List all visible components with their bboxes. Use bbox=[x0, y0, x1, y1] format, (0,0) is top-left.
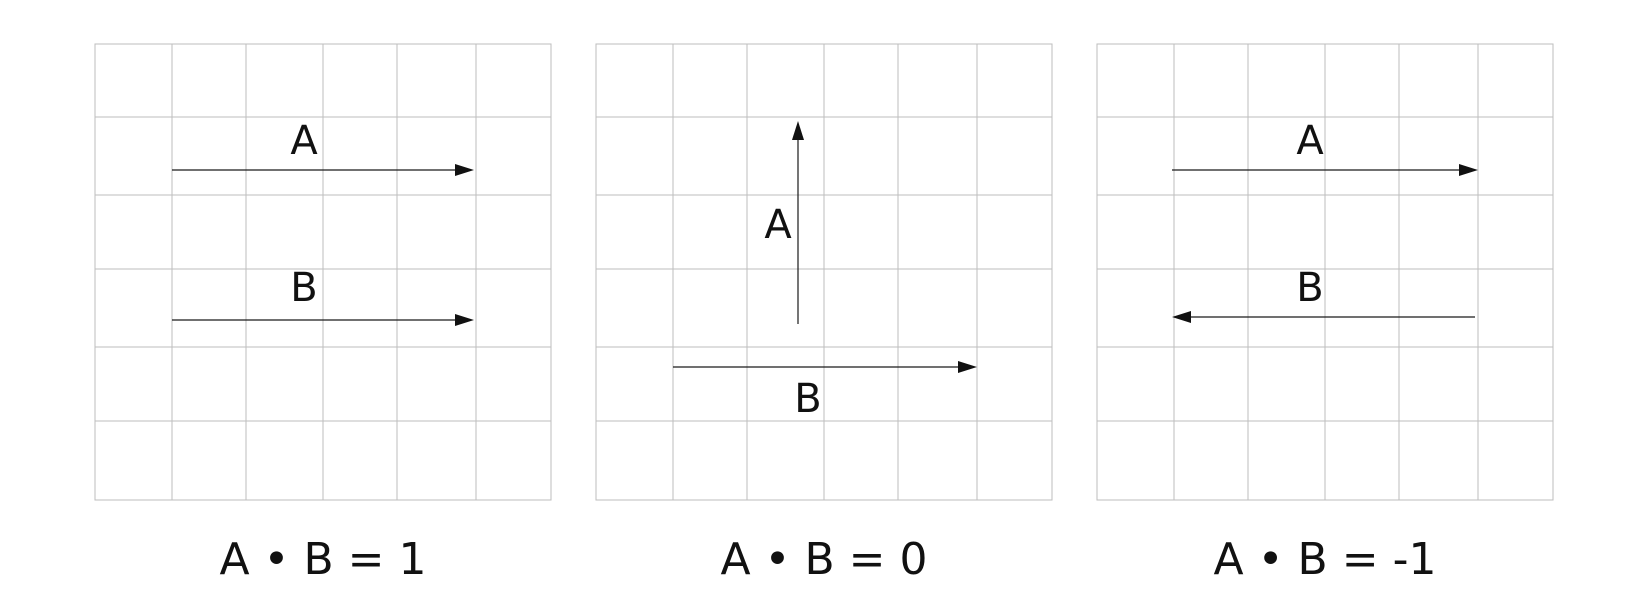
dot-product-caption: A • B = -1 bbox=[1214, 534, 1437, 585]
vector-a bbox=[1172, 164, 1478, 176]
vector-b-label: B bbox=[1296, 265, 1323, 311]
vector-a-label: A bbox=[1296, 118, 1324, 164]
grid bbox=[1096, 43, 1554, 501]
panel-parallel: A B A • B = 1 bbox=[94, 43, 552, 585]
vector-a bbox=[792, 121, 804, 324]
dot-product-caption: A • B = 1 bbox=[219, 534, 426, 585]
vector-a-label: A bbox=[290, 118, 318, 164]
vector-b bbox=[172, 314, 474, 326]
panel-perpendicular: A B A • B = 0 bbox=[595, 43, 1053, 585]
vector-b-label: B bbox=[290, 265, 317, 311]
vector-a bbox=[172, 164, 474, 176]
vector-a-label: A bbox=[764, 202, 792, 248]
vector-b bbox=[1172, 311, 1475, 323]
vector-b-label: B bbox=[794, 376, 821, 422]
dot-product-caption: A • B = 0 bbox=[720, 534, 927, 585]
grid bbox=[595, 43, 1053, 501]
panel-antiparallel: A B A • B = -1 bbox=[1096, 43, 1554, 585]
vector-b bbox=[673, 361, 977, 373]
grid bbox=[94, 43, 552, 501]
